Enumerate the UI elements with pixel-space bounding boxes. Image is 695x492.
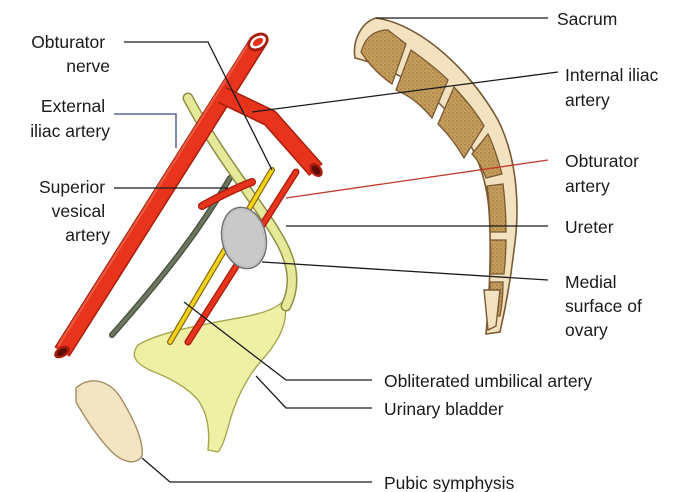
label-medial-surface-ovary: Medial surface of ovary (565, 272, 647, 340)
leader-external-iliac (114, 114, 176, 148)
label-ureter: Ureter (565, 217, 614, 237)
label-obturator-artery: Obturator artery (565, 151, 644, 196)
internal-iliac-artery (222, 95, 325, 180)
label-urinary-bladder: Urinary bladder (384, 399, 504, 419)
label-internal-iliac-artery: Internal iliac artery (565, 65, 663, 110)
external-iliac-artery (52, 38, 258, 361)
label-pubic-symphysis: Pubic symphysis (384, 473, 515, 492)
leader-urinary-bladder (256, 376, 372, 408)
urinary-bladder (134, 300, 285, 452)
label-sacrum: Sacrum (557, 9, 617, 29)
leader-pubic-symphysis (142, 458, 372, 482)
label-obliterated-umbilical-artery: Obliterated umbilical artery (384, 371, 592, 391)
label-superior-vesical-artery: Superior vesical artery (39, 177, 110, 245)
sacral-segment-5 (487, 184, 506, 232)
coccyx-segment-1 (490, 240, 506, 274)
pubic-symphysis (76, 381, 142, 462)
label-external-iliac-artery: External iliac artery (30, 96, 110, 141)
label-obturator-nerve: Obturator nerve (31, 32, 110, 76)
